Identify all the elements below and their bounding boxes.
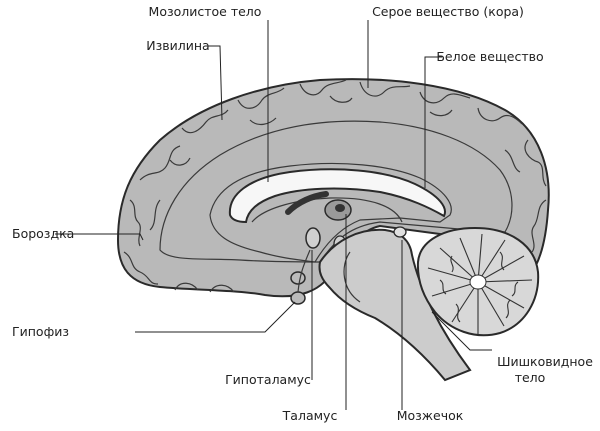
optic-chiasm bbox=[290, 271, 306, 285]
brainstem bbox=[318, 228, 472, 382]
label-pineal-line1: Шишковидное bbox=[497, 354, 593, 369]
cerebellum-center bbox=[469, 274, 487, 290]
leader-lines bbox=[55, 20, 492, 410]
pituitary-gland bbox=[290, 291, 306, 305]
thalamus-core bbox=[335, 204, 345, 212]
label-sulcus: Бороздка bbox=[12, 226, 74, 241]
cerebellum-folia bbox=[427, 233, 533, 334]
inner-region bbox=[209, 162, 452, 263]
pineal-body bbox=[393, 226, 407, 238]
label-gyrus: Извилина bbox=[146, 38, 209, 53]
label-hypothalamus: Гипоталамус bbox=[225, 372, 311, 387]
label-pituitary: Гипофиз bbox=[12, 324, 69, 339]
gyri-texture bbox=[123, 79, 547, 293]
fornix bbox=[251, 197, 403, 223]
white-matter bbox=[159, 120, 513, 263]
label-cerebellum: Мозжечок bbox=[397, 408, 464, 423]
label-gray-matter: Серое вещество (кора) bbox=[372, 4, 524, 19]
dark-band bbox=[285, 191, 329, 215]
pituitary-stalk bbox=[297, 249, 311, 293]
label-corpus-callosum: Мозолистое тело bbox=[149, 4, 262, 19]
label-pineal-line2: тело bbox=[515, 370, 546, 385]
label-white-matter: Белое вещество bbox=[436, 49, 543, 64]
pons bbox=[343, 251, 361, 303]
corpus-callosum bbox=[228, 168, 446, 224]
label-thalamus: Таламус bbox=[282, 408, 338, 423]
hypothalamus bbox=[305, 227, 321, 249]
